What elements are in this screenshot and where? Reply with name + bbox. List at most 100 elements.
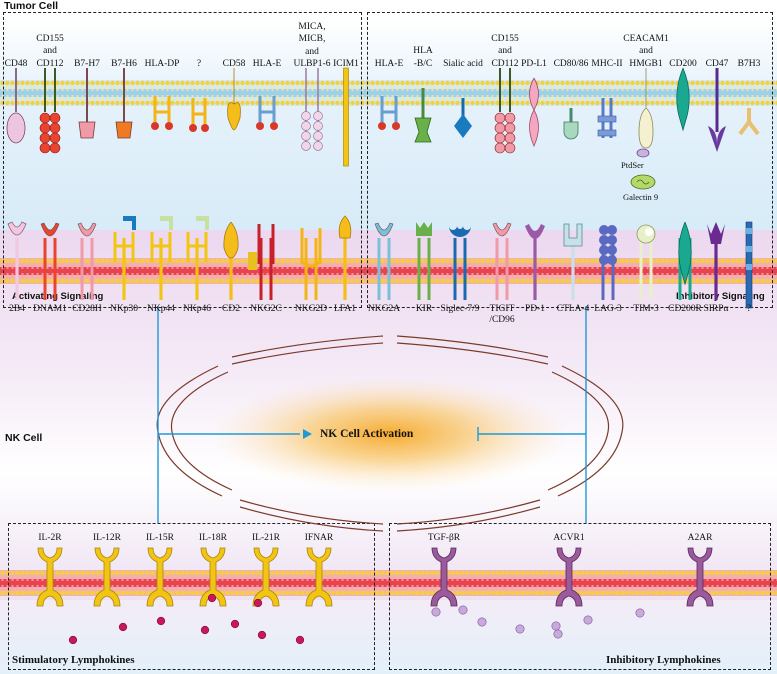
ptdser-label: PtdSer — [621, 160, 644, 170]
nk-receptor-kir — [416, 222, 432, 300]
stim-receptor-label: IL-2R — [38, 533, 62, 543]
nk-receptor-label: 2B4 — [9, 304, 25, 314]
tumor-ligand-cd58 — [227, 68, 241, 131]
nk-cell-title: NK Cell — [5, 432, 43, 444]
tumor-ligand-label: HLA-E — [374, 59, 404, 69]
tumor-ligand-label: CD58 — [222, 59, 246, 69]
ellipse-arc-bottom-right — [396, 499, 541, 525]
tumor-ligand-sialic-acid — [454, 98, 472, 138]
inhib-receptor-tgf-r — [430, 547, 458, 607]
stim-receptor-il-2r — [36, 547, 64, 607]
activation-glow — [210, 376, 570, 492]
nk-receptor-nkg2a — [374, 222, 394, 300]
nk-receptor-label: NKG2D — [294, 304, 328, 314]
stimulatory-lymphokines-title: Stimulatory Lymphokines — [12, 654, 135, 666]
stim-receptor-label: IL-21R — [252, 533, 280, 543]
tumor-ligand-cd112 — [494, 68, 516, 154]
tumor-ligand-b7h3 — [738, 108, 760, 136]
tumor-ligand-label: ? — [196, 59, 202, 69]
tumor-ligand-label-part: CEACAM1 — [623, 34, 669, 44]
nk-receptor-label: NKp46 — [183, 304, 211, 314]
nk-receptor-tim-3 — [636, 224, 656, 300]
tumor-ligand-hla-dp — [151, 96, 173, 130]
tumor-ligand-label-part: and — [639, 46, 653, 56]
tumor-ligand-label-part: and — [498, 46, 512, 56]
ellipse-arc-top-right — [396, 335, 549, 358]
lower-background — [0, 600, 777, 674]
inhib-receptor-label: ACVR1 — [553, 533, 585, 543]
nk-receptor-tigit-cd96 — [492, 222, 512, 300]
stim-receptor-ifnar — [305, 547, 333, 607]
tumor-ligand-label: Sialic acid — [443, 59, 483, 69]
nk-receptor-sirp — [707, 222, 725, 300]
inhibitory-signaling-box — [367, 12, 773, 308]
tumor-ligand-b-c — [414, 88, 432, 143]
stimulatory-lymphokines-box — [8, 523, 375, 670]
tumor-ligand-label: CD112 — [36, 59, 64, 69]
tumor-ligand-label-part: CD155 — [36, 34, 64, 44]
tumor-ligand-b7-h7 — [78, 68, 96, 139]
tumor-ligand-mhc-ii — [597, 98, 617, 138]
tumor-cell-title: Tumor Cell — [4, 0, 59, 12]
tumor-ligand-label-part: CD155 — [491, 34, 519, 44]
activating-signaling-box — [3, 12, 362, 308]
nk-receptor-2b4 — [7, 221, 27, 300]
inhibitory-lymphokine-dots — [431, 605, 645, 639]
nk-receptor-label: CTLA-4 — [556, 304, 590, 314]
tumor-ligand-label: ICIM1 — [333, 59, 359, 69]
nk-receptor-nkg2d — [300, 228, 322, 300]
nk-receptor-dnam1 — [40, 222, 60, 300]
nk-receptor-nkp44 — [150, 216, 173, 300]
tumor-ligand-label-part: MICA, — [298, 22, 326, 32]
nk-receptor-label: Siglec-7/9 — [440, 304, 480, 314]
tumor-ligand-label: HLA-DP — [144, 59, 180, 69]
tumor-ligand-hla-e — [256, 96, 278, 130]
stim-receptor-label: IFNAR — [304, 533, 334, 543]
inhibitory-lymphokines-title: Inhibitory Lymphokines — [606, 654, 721, 666]
nk-receptor-label: TIM-3 — [633, 304, 659, 314]
nk-receptor-unknown — [745, 221, 753, 309]
tumor-ligand-cd80-86 — [563, 108, 579, 140]
nk-receptor-cd200r — [678, 221, 692, 300]
stim-receptor-il-21r — [252, 547, 280, 607]
nk-receptor-pd-1 — [525, 224, 545, 300]
nk-receptor-label: CD200R — [668, 304, 702, 314]
nk-receptor-siglec-7-9 — [449, 226, 471, 300]
inhibitory-signaling-title: Inhibitory Signaling — [676, 291, 765, 302]
tumor-ligand-pd-l1 — [529, 77, 539, 147]
tumor-ligand-hmgb1 — [638, 68, 654, 149]
nk-receptor-label: ? — [746, 304, 752, 314]
inhibitory-lymphokines-box — [389, 523, 771, 670]
stim-receptor-label: IL-12R — [93, 533, 121, 543]
tumor-ligand-cd47 — [708, 68, 726, 152]
nk-receptor-cd28h — [77, 222, 97, 300]
nk-receptor-label: LAG-3 — [594, 304, 622, 314]
tumor-ligand-b7-h6 — [115, 68, 133, 139]
tumor-ligand-label: HMGB1 — [629, 59, 663, 69]
tumor-ligand-label: CD80/86 — [553, 59, 589, 69]
stim-receptor-label: IL-15R — [146, 533, 174, 543]
nk-receptor-nkp30 — [113, 216, 136, 300]
nk-receptor-label: TIGIT — [489, 304, 515, 314]
inhib-receptor-label: TGF-βR — [427, 533, 461, 543]
activating-signaling-title: Activating Signaling — [12, 291, 104, 302]
tumor-ligand-cd200 — [676, 67, 690, 132]
ellipse-arc-right — [557, 365, 624, 497]
nk-receptor-label: LFA1 — [334, 304, 356, 314]
tumor-ligand-hla-e — [378, 96, 400, 130]
nk-receptor-label: NKG2C — [250, 304, 282, 314]
tumor-ligand-label: MHC-II — [591, 59, 623, 69]
tumor-ligand-label-part: and — [43, 46, 57, 56]
nk-receptor-label: NKp44 — [147, 304, 175, 314]
activation-arrow-head — [303, 429, 312, 439]
tumor-ligand-label: CD112 — [491, 59, 519, 69]
nk-receptor-nkp46 — [186, 216, 209, 300]
nk-receptor-label: PD-1 — [524, 304, 546, 314]
tumor-ligand-label: -B/C — [413, 59, 433, 69]
tumor-ligand-label: CD47 — [705, 59, 729, 69]
galectin-icon — [630, 174, 656, 190]
nk-receptor-nkg2c — [248, 224, 275, 300]
tumor-ligand-label: CD48 — [4, 59, 28, 69]
